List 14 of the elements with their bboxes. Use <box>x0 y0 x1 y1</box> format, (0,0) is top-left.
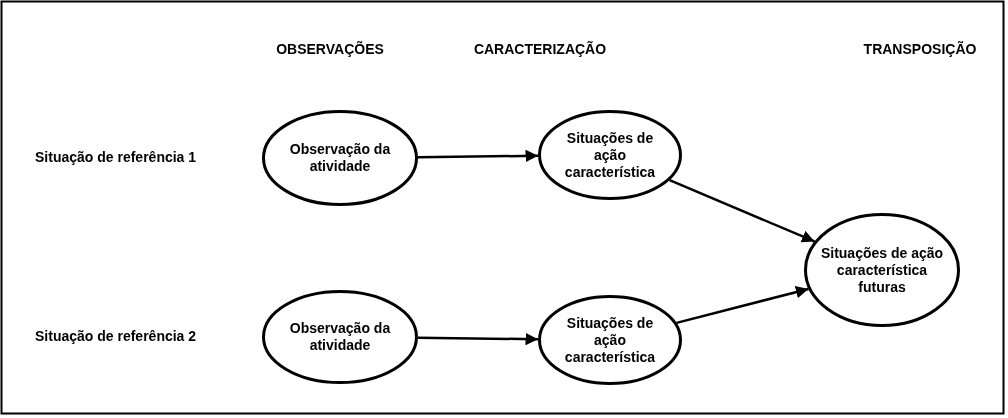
row-label: Situação de referência 1 <box>35 149 197 165</box>
node-label: Observação da atividade <box>288 141 392 175</box>
column-heading: CARACTERIZAÇÃO <box>473 41 607 57</box>
column-heading: TRANSPOSIÇÃO <box>863 41 977 57</box>
node-label: Situações de ação característica <box>563 129 657 181</box>
node-label: Situações de ação característica futuras <box>819 244 945 296</box>
arrow <box>417 149 539 163</box>
node-label: Observação da atividade <box>288 320 392 354</box>
arrow <box>676 286 809 325</box>
arrow <box>417 332 539 346</box>
arrow <box>669 179 815 243</box>
node-label: Situações de ação característica <box>563 314 657 366</box>
row-label: Situação de referência 2 <box>35 328 197 344</box>
column-heading: OBSERVAÇÕES <box>276 41 384 57</box>
